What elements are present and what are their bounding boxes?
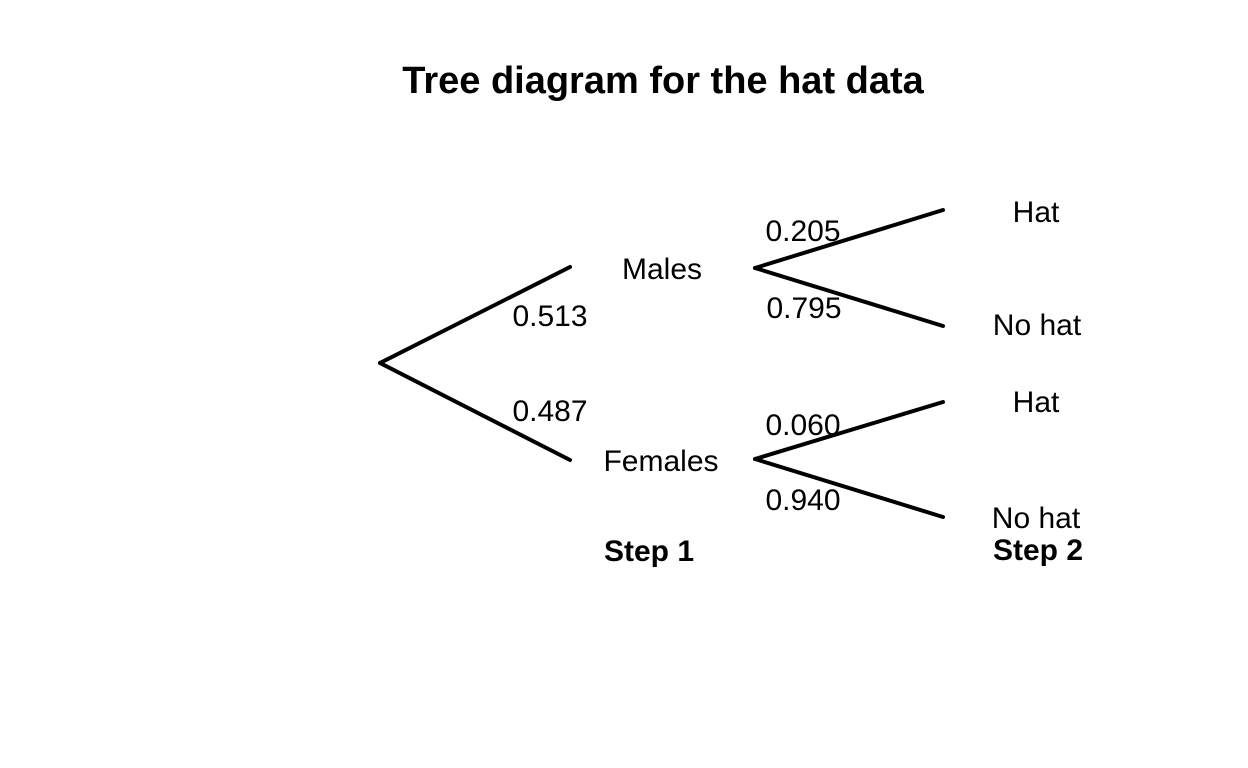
- node-females: Females: [603, 445, 719, 478]
- probability-males-hat: 0.205: [765, 215, 841, 248]
- outcome-females-nohat: No hat: [991, 502, 1081, 535]
- probability-males: 0.513: [512, 300, 588, 333]
- branch-root-males-line: [378, 265, 572, 365]
- outcome-females-hat: Hat: [1012, 386, 1060, 419]
- probability-males-nohat: 0.795: [766, 292, 842, 325]
- branch-root-females-line: [378, 361, 572, 462]
- branch-males-nohat-line: [753, 266, 945, 328]
- probability-females-hat: 0.060: [765, 409, 841, 442]
- branch-males-hat-line: [753, 208, 945, 270]
- branch-females-hat-line: [753, 400, 945, 461]
- diagram-title: Tree diagram for the hat data: [402, 60, 924, 102]
- outcome-males-nohat: No hat: [992, 309, 1082, 342]
- probability-females: 0.487: [512, 395, 588, 428]
- step1-label: Step 1: [603, 535, 695, 568]
- step2-label: Step 2: [992, 534, 1084, 567]
- node-males: Males: [621, 253, 703, 286]
- probability-females-nohat: 0.940: [765, 484, 841, 517]
- outcome-males-hat: Hat: [1012, 196, 1060, 229]
- branch-females-nohat-line: [753, 457, 945, 519]
